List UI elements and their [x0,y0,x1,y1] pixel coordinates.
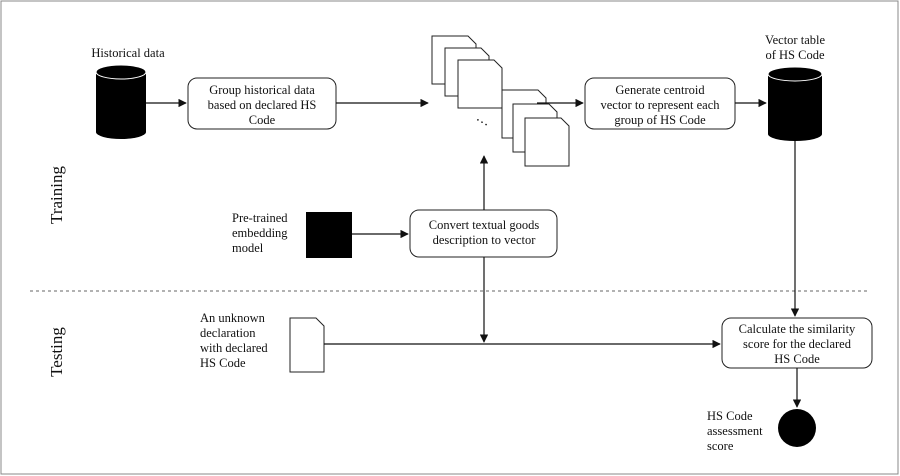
text-line: Vector table [765,33,825,47]
assessment-score-icon [778,409,816,447]
text-line: An unknown [200,311,266,325]
text-line: HS Code [200,356,246,370]
text-line: model [232,241,264,255]
historical-data-label: Historical data [91,46,165,60]
text-line: Generate centroid [615,83,705,97]
text-line: Convert textual goods [429,218,540,232]
text-line: vector to represent each [600,98,720,112]
text-line: Code [249,113,276,127]
pretrained-model-icon [306,212,352,258]
grouped-documents-stack-bottom [501,89,570,167]
section-label-training: Training [47,166,66,224]
unknown-declaration-document-icon [289,317,325,373]
text-line: group of HS Code [614,113,706,127]
text-line: Calculate the similarity [739,322,856,336]
historical-data-database-icon [95,64,147,139]
text-line: assessment [707,424,763,438]
text-line: embedding [232,226,288,240]
section-label-testing: Testing [47,327,66,377]
text-line: HS Code [707,409,753,423]
text-line: HS Code [774,352,820,366]
text-line: declaration [200,326,256,340]
text-line: Historical data [91,46,165,60]
text-line: description to vector [433,233,537,247]
text-line: Pre-trained [232,211,288,225]
text-line: score for the declared [743,337,852,351]
vector-table-database-icon [767,66,823,141]
text-line: based on declared HS [208,98,317,112]
text-line: Group historical data [209,83,315,97]
text-line: of HS Code [765,48,824,62]
text-line: score [707,439,734,453]
documents-ellipsis: … [474,110,494,130]
grouped-documents-stack-top [431,35,503,109]
text-line: with declared [200,341,268,355]
